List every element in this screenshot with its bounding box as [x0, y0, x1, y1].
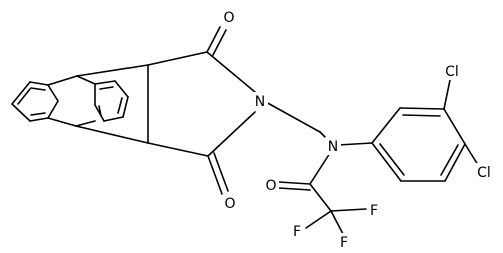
bond [278, 181, 311, 185]
atom-f-bottom: F [340, 235, 348, 251]
bond [464, 143, 479, 166]
bond [278, 187, 311, 191]
bond [206, 51, 256, 93]
atom-cl-para: Cl [477, 165, 491, 181]
bond [444, 143, 466, 182]
bond [330, 208, 367, 212]
bond [330, 210, 344, 235]
bond [213, 152, 229, 192]
bond [76, 75, 96, 85]
bond [30, 112, 46, 116]
bond [443, 108, 466, 145]
label-mask [290, 222, 304, 240]
label-mask [221, 9, 237, 27]
bond [117, 97, 123, 114]
bond [30, 87, 46, 91]
bond [99, 86, 114, 90]
bond [94, 104, 105, 122]
bond [206, 26, 221, 53]
bond [47, 100, 59, 119]
bond [147, 142, 209, 157]
label-mask [263, 176, 279, 194]
bond [305, 210, 332, 229]
label-mask [337, 233, 351, 251]
bond [75, 120, 96, 127]
atom-labels: O O N N O Cl Cl F F F [221, 9, 496, 251]
bond [440, 144, 459, 176]
atom-o-bottom: O [224, 196, 235, 212]
label-mask [440, 62, 464, 80]
bond [371, 142, 402, 182]
label-mask [222, 195, 238, 213]
bond [17, 88, 31, 105]
bond [147, 51, 208, 66]
label-mask [325, 137, 341, 155]
atom-n-amide: N [328, 139, 338, 155]
bond [309, 152, 331, 185]
bond [212, 29, 227, 56]
bond [114, 80, 129, 98]
bond [399, 107, 445, 110]
atom-o-top: O [223, 10, 234, 26]
bond [337, 142, 373, 146]
bond [47, 84, 59, 102]
atom-o-amide: O [265, 178, 276, 194]
bond [122, 96, 129, 118]
bond [263, 100, 321, 133]
bond [75, 125, 149, 144]
bond [309, 183, 332, 212]
atom-n-imide: N [255, 94, 265, 110]
bond [47, 117, 77, 127]
bond [207, 111, 256, 157]
bond [11, 103, 31, 122]
bond [94, 80, 116, 85]
bond [402, 114, 441, 117]
bond [47, 75, 78, 86]
bond [29, 117, 49, 122]
bond [11, 81, 31, 105]
atom-f-right: F [370, 203, 378, 219]
bond [76, 64, 149, 77]
bonds [11, 26, 479, 235]
bond [207, 155, 223, 195]
bond [29, 81, 49, 86]
label-mask [252, 92, 268, 110]
label-mask [367, 201, 381, 219]
atom-f-left: F [293, 224, 301, 240]
bond [103, 116, 124, 122]
bond [371, 107, 401, 144]
bond [98, 105, 102, 117]
label-mask [472, 163, 496, 181]
atom-cl-meta: Cl [445, 64, 459, 80]
bond [443, 79, 451, 110]
bond [379, 143, 405, 176]
